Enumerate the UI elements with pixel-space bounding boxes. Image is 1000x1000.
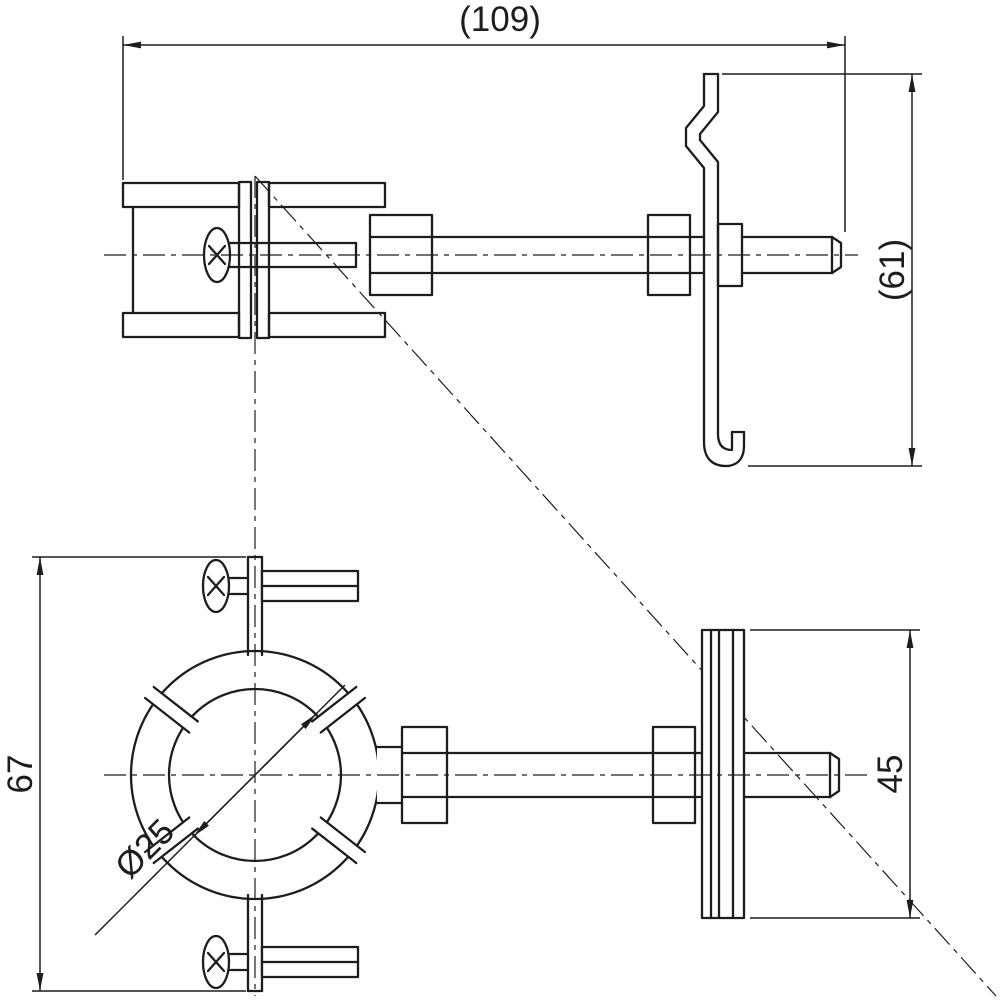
clamp-slot	[143, 816, 199, 865]
dim-overall-width-label: (109)	[459, 0, 541, 39]
clamp-slot	[143, 685, 199, 734]
dim-bracket-height: (61)	[722, 73, 922, 467]
clamp-screw-bottom	[201, 934, 250, 990]
clamp-band-edge	[255, 180, 271, 340]
front-view: 67	[1, 555, 920, 993]
rod-assembly-front	[374, 628, 841, 920]
dim-plate-height: 45	[750, 629, 920, 919]
clamp-screw-side	[202, 226, 358, 284]
clamp-slot	[311, 816, 367, 865]
wall-plate-front	[700, 628, 746, 920]
dim-clamp-height-label: 67	[1, 755, 40, 794]
dim-overall-width: (109)	[122, 0, 846, 232]
dim-pipe-diameter: Ø25	[94, 684, 346, 936]
vertical-centerline	[254, 175, 997, 997]
dim-pipe-diameter-label: Ø25	[108, 812, 182, 886]
top-view: (109)	[104, 0, 922, 468]
dim-bracket-height-label: (61)	[873, 239, 912, 301]
dim-clamp-height: 67	[1, 556, 246, 992]
threaded-rod-side	[430, 235, 843, 275]
clamp-screw-top	[201, 558, 250, 614]
clamp-bottom-tab	[201, 893, 360, 993]
pipe-clamp-side-view	[121, 180, 387, 340]
clamp-band-edge	[237, 180, 253, 340]
wall-bracket-side	[684, 72, 746, 468]
rod-tip	[830, 235, 843, 275]
dim-plate-height-label: 45	[871, 755, 910, 794]
clamp-slot	[311, 685, 367, 734]
clamp-top-tab	[201, 555, 360, 657]
